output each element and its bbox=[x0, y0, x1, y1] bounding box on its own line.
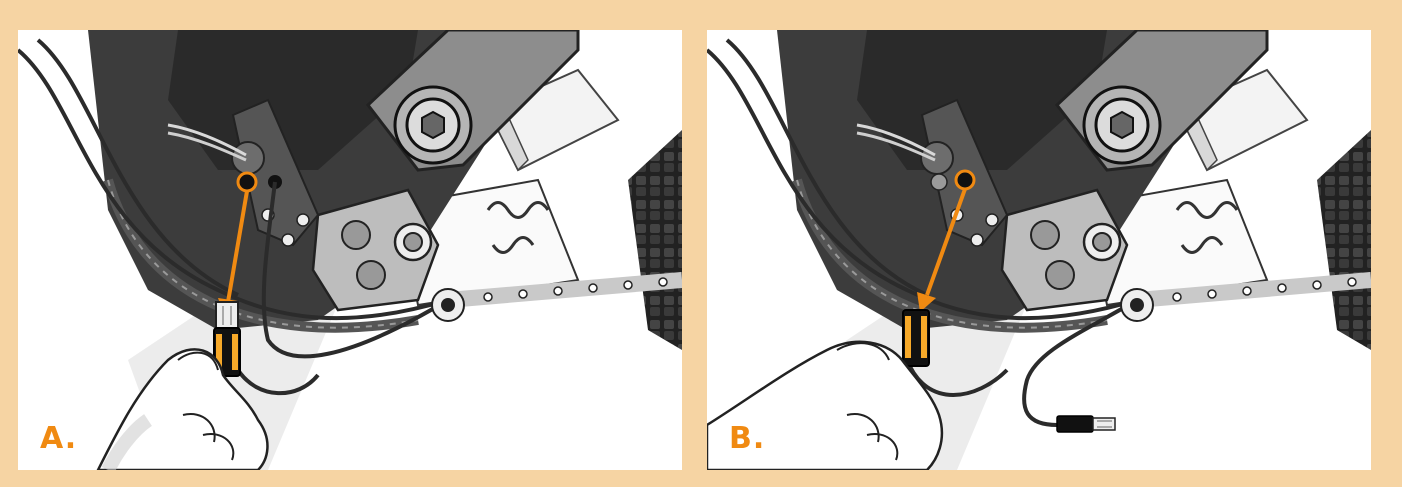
connector-pins-icon bbox=[216, 302, 238, 328]
panel-a: A. bbox=[18, 30, 682, 470]
loose-connector-icon bbox=[1057, 416, 1093, 432]
tire bbox=[1317, 130, 1371, 350]
crank-bolt-icon bbox=[1111, 112, 1133, 138]
plate-bolt-icon bbox=[1031, 221, 1059, 249]
motor-illustration-a bbox=[18, 30, 682, 470]
plate-bolt-icon bbox=[342, 221, 370, 249]
motor-illustration-b bbox=[707, 30, 1371, 470]
crank-bolt-icon bbox=[422, 112, 444, 138]
plate-bolt-icon bbox=[357, 261, 385, 289]
port-highlight-icon bbox=[238, 173, 256, 191]
port-highlight-icon bbox=[956, 171, 974, 189]
step-label-b: B. bbox=[729, 421, 765, 456]
step-label-a: A. bbox=[40, 421, 77, 456]
plate-bolt-icon bbox=[1046, 261, 1074, 289]
tire bbox=[628, 130, 682, 350]
port-empty-icon bbox=[931, 174, 947, 190]
panel-b: B. bbox=[707, 30, 1371, 470]
